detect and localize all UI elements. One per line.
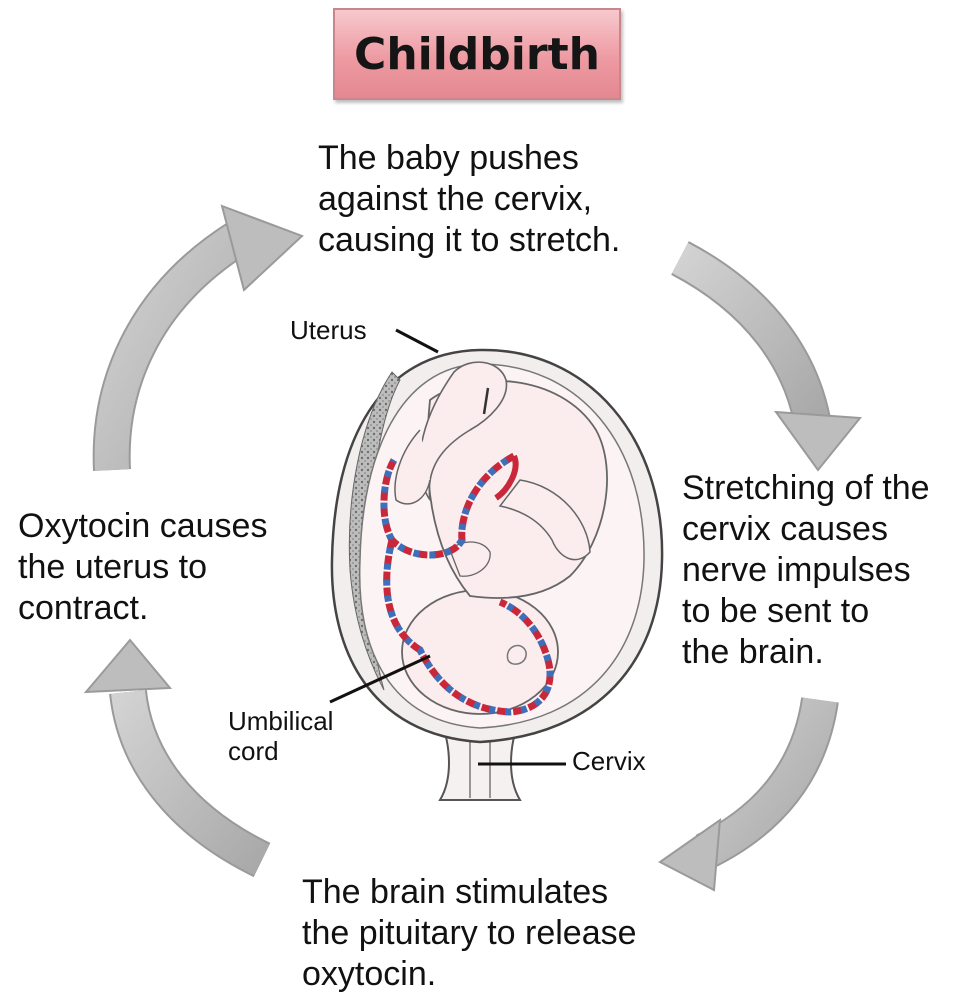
step-nerve-impulses: Stretching of the cervix causes nerve im… [682,468,952,673]
uterus-leader-line [396,330,438,352]
step-pituitary-release: The brain stimulates the pituitary to re… [302,872,732,995]
label-umbilical-cord: Umbilical cord [228,706,333,766]
page-title: Childbirth [354,29,600,80]
title-box: Childbirth [333,8,621,100]
step-uterus-contracts: Oxytocin causes the uterus to contract. [18,506,318,629]
label-uterus: Uterus [290,315,367,345]
label-cervix: Cervix [572,746,646,776]
step-baby-pushes: The baby pushes against the cervix, caus… [318,138,698,261]
